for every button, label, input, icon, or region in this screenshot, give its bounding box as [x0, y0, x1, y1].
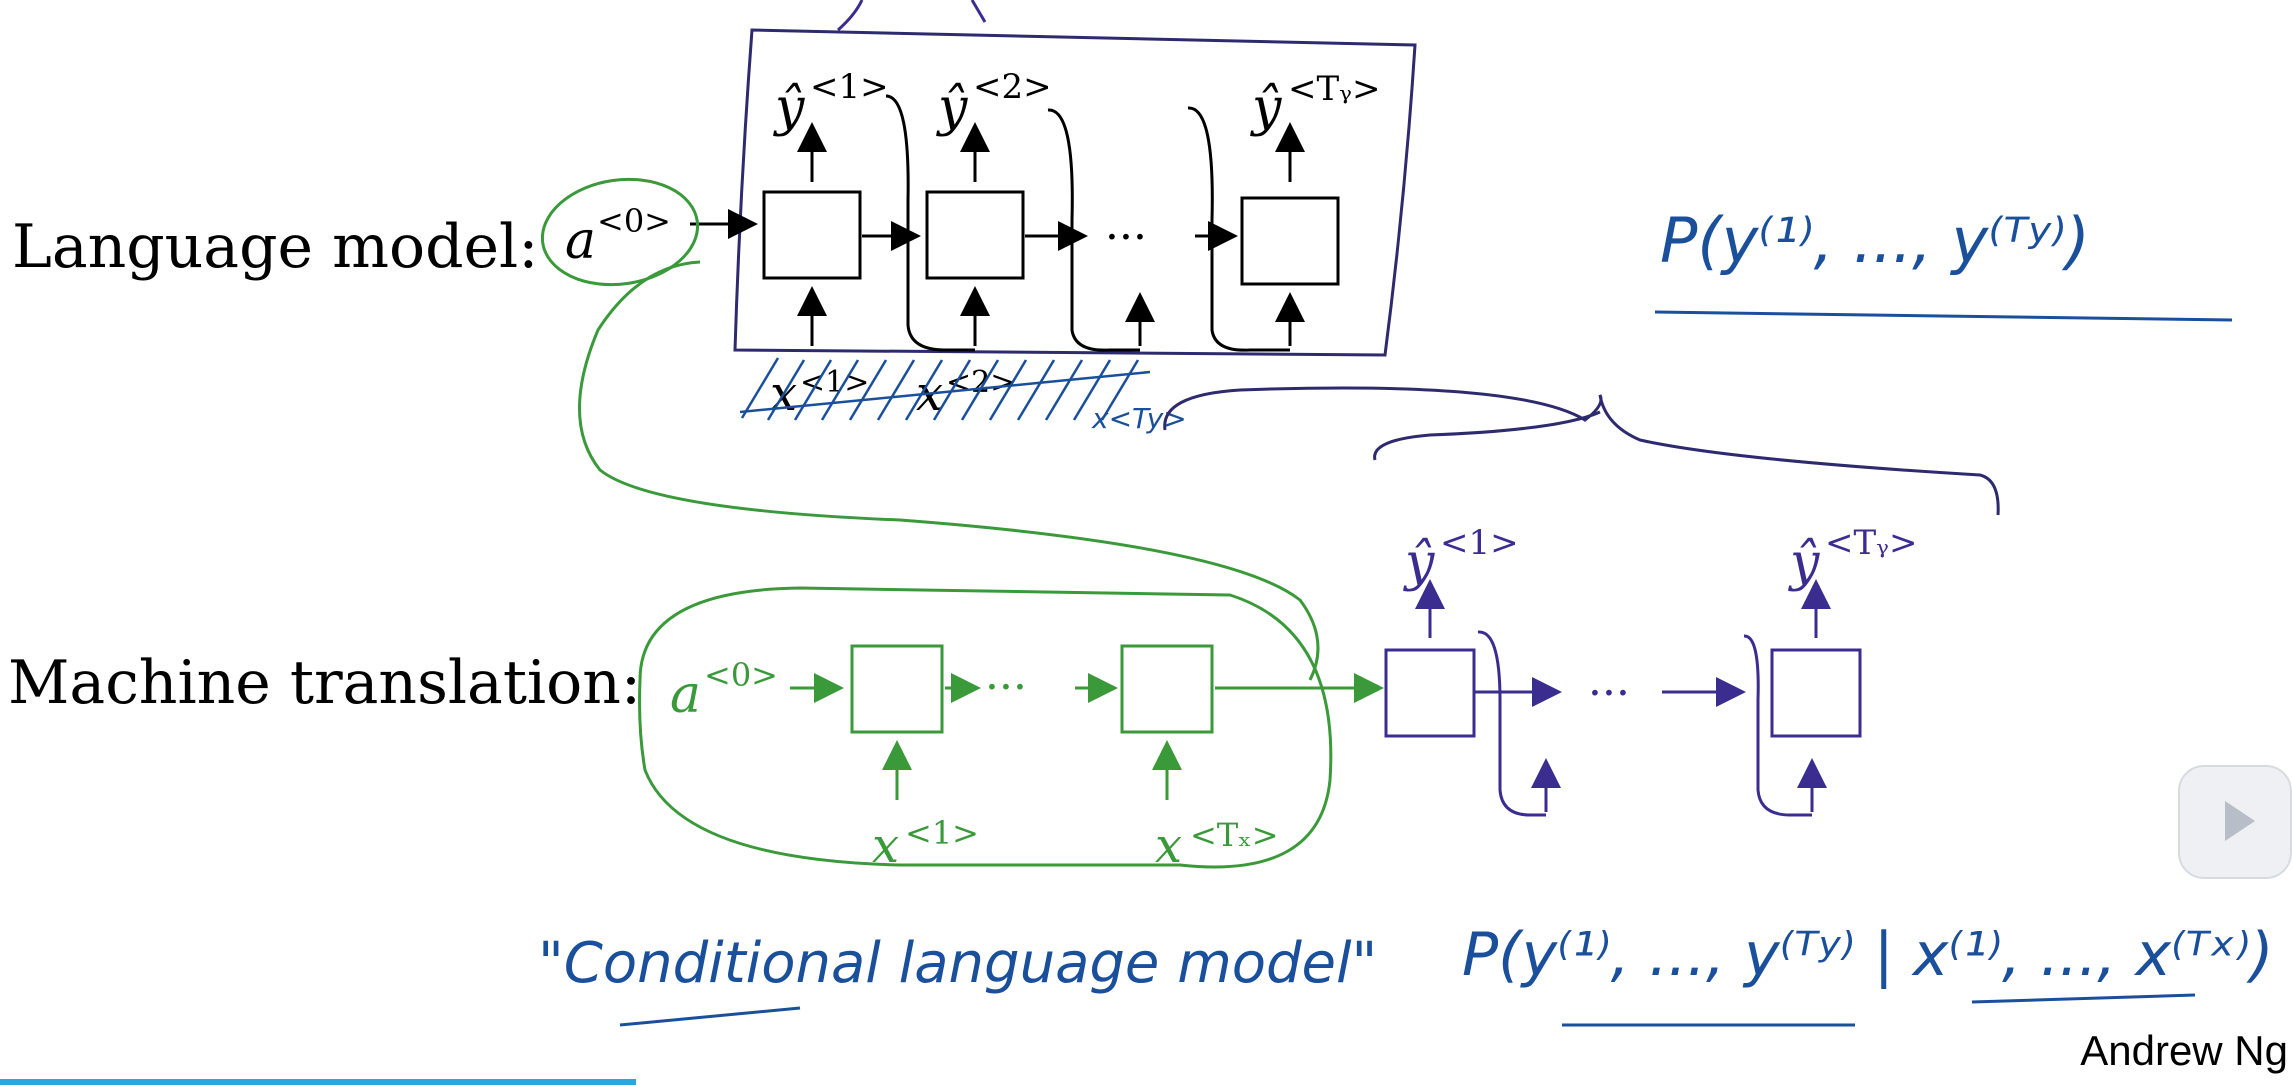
mt-decoder: ··· ŷ <1> ŷ <Tᵧ> [1384, 523, 1917, 817]
lm-output-1-sup: <1> [810, 67, 889, 107]
machine-translation-label: Machine translation: [8, 648, 642, 718]
mt-dec-cell-1 [1384, 648, 1476, 738]
mt-a0-sup: <0> [704, 656, 778, 694]
mt-a0: a [670, 665, 701, 725]
mt-enc-input-1: x [872, 818, 899, 874]
lm-probability: P(y⁽¹⁾, ..., y⁽ᵀʸ⁾) [1660, 204, 2090, 277]
language-model-label: Language model: [12, 212, 539, 282]
encoder-ellipse [638, 586, 1333, 869]
mt-enc-cell-1 [850, 644, 944, 734]
lm-a0: a [565, 211, 596, 271]
mt-ellipsis: ··· [985, 662, 1027, 713]
lm-cell-3 [1240, 196, 1340, 286]
mt-dec-ellipsis: ··· [1588, 668, 1630, 719]
annotations: P(y⁽¹⁾, ..., y⁽ᵀʸ⁾) P(y⁽¹⁾, ..., y⁽ᵀʸ⁾ |… [538, 204, 2274, 1027]
mt-dec-output-2-sup: <Tᵧ> [1825, 523, 1917, 563]
mt-enc-input-2: x [1155, 818, 1182, 874]
lm-cell-1 [762, 190, 862, 280]
lm-output-1: ŷ [773, 78, 805, 138]
lm-rnn: ŷ <1> ŷ <2> ŷ <Tᵧ> a <0> ··· x <1> x <2> [565, 67, 1380, 422]
mt-encoder: a <0> ··· x <1> x <Tₓ> [670, 644, 1384, 874]
lm-a0-circle [540, 177, 700, 287]
mt-enc-input-2-sup: <Tₓ> [1190, 816, 1279, 854]
author-credit: Andrew Ng [2080, 1027, 2288, 1074]
lm-ellipsis: ··· [1105, 212, 1147, 263]
green-link-curve [578, 260, 1320, 681]
lm-output-2-sup: <2> [973, 67, 1052, 107]
top-strokes [837, 0, 987, 32]
mt-dec-cell-2 [1770, 648, 1862, 738]
decoder-brace [1163, 386, 2000, 516]
lm-input-hatching [739, 357, 1151, 421]
lm-output-2: ŷ [936, 78, 968, 138]
lm-output-3-sup: <Tᵧ> [1288, 69, 1380, 109]
conditional-lm-note: "Conditional language model" [538, 931, 1377, 996]
lm-hatched-xty: x<Ty> [1091, 402, 1187, 435]
mt-probability: P(y⁽¹⁾, ..., y⁽ᵀʸ⁾ | x⁽¹⁾, ..., x⁽ᵀˣ⁾) [1462, 920, 2274, 990]
mt-dec-output-1: ŷ [1403, 533, 1435, 593]
lm-a0-sup: <0> [597, 202, 671, 240]
play-button[interactable] [2178, 765, 2292, 879]
play-icon [2225, 801, 2255, 841]
mt-enc-input-1-sup: <1> [905, 814, 979, 852]
lm-highlight-box [733, 28, 1417, 357]
mt-dec-output-2: ŷ [1788, 533, 1820, 593]
video-progress-bar[interactable] [0, 1079, 636, 1085]
lm-output-3: ŷ [1250, 78, 1282, 138]
mt-dec-output-1-sup: <1> [1440, 523, 1519, 563]
lm-cell-2 [925, 190, 1025, 280]
mt-enc-cell-2 [1120, 644, 1214, 734]
